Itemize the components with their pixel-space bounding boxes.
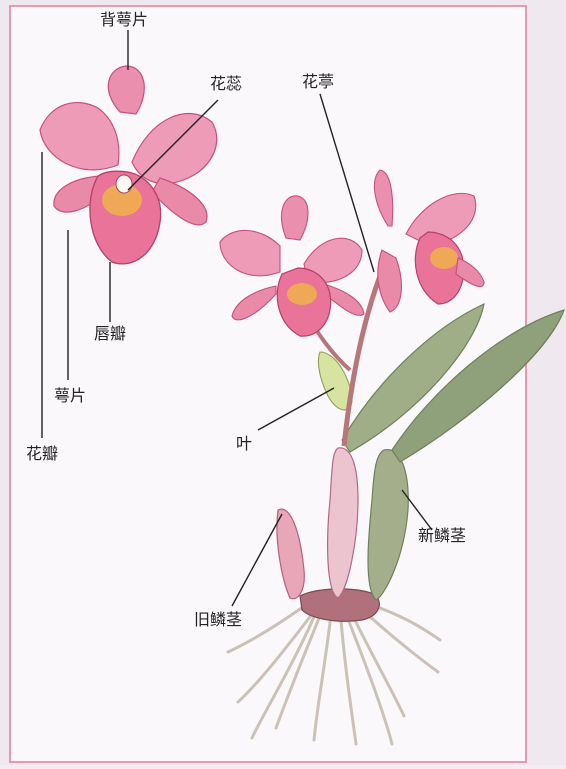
label-old-bulb: 旧鳞茎 bbox=[194, 612, 242, 628]
label-new-bulb: 新鳞茎 bbox=[418, 528, 466, 544]
label-stalk: 花葶 bbox=[302, 74, 334, 90]
label-petal: 花瓣 bbox=[26, 446, 58, 462]
label-dorsal-sepal: 背萼片 bbox=[100, 12, 148, 28]
label-sepal: 萼片 bbox=[54, 388, 86, 404]
label-leaf: 叶 bbox=[236, 436, 252, 452]
label-lip: 唇瓣 bbox=[94, 326, 126, 342]
label-stamen: 花蕊 bbox=[210, 76, 242, 92]
stamen-shape bbox=[116, 175, 132, 193]
